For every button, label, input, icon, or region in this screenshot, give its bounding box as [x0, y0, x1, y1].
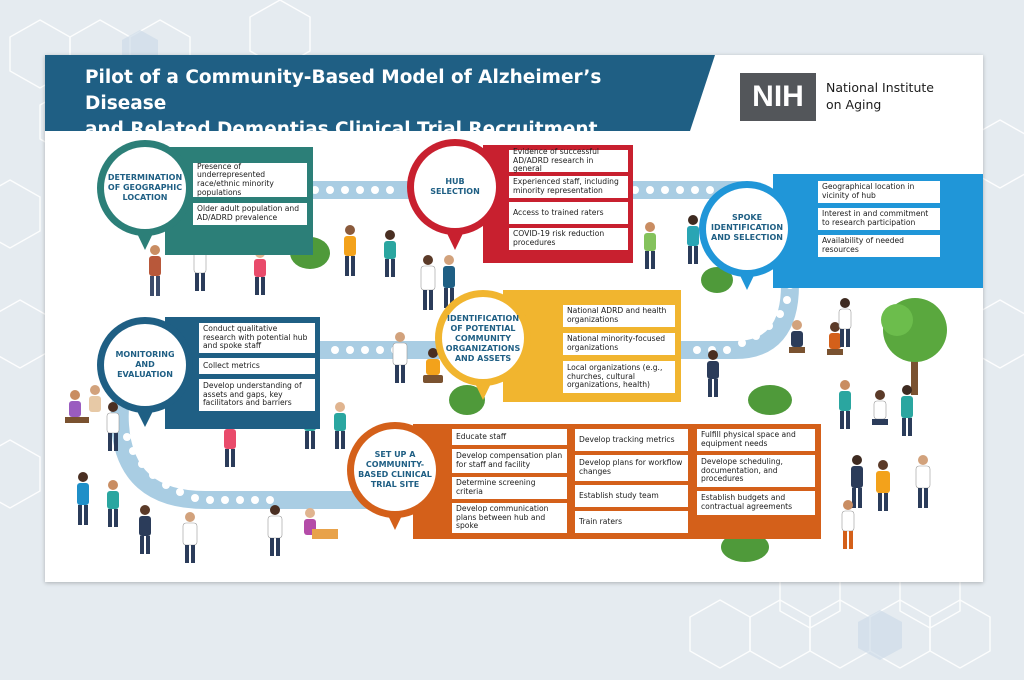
site-col1-item-1: Educate staff	[452, 429, 567, 445]
site-col3-item-2: Develope scheduling, documentation, and …	[697, 455, 815, 487]
site-col2-item-4: Train raters	[575, 511, 688, 533]
title-banner	[45, 55, 715, 131]
stage-title-community: IDENTIFICATION OF POTENTIAL COMMUNITY OR…	[445, 314, 521, 363]
spoke-item-2: Interest in and commitment to research p…	[818, 208, 940, 230]
institute-name-line-2: on Aging	[826, 97, 882, 112]
community-item-2: National minority-focused organizations	[563, 333, 675, 355]
title-line-2: and Related Dementias Clinical Trial Rec…	[85, 119, 598, 140]
site-col2-item-2: Develop plans for workflow changes	[575, 455, 688, 481]
institute-name-line-1: National Institute	[826, 80, 934, 95]
geographic-item-2: Older adult population and AD/ADRD preva…	[193, 203, 307, 225]
monitoring-item-3: Develop understanding of assets and gaps…	[199, 379, 315, 411]
spoke-item-3: Availability of needed resources	[818, 235, 940, 257]
nih-institute-name: National Institute on Aging	[826, 79, 976, 113]
hub-item-1: Evidence of successful AD/ADRD research …	[509, 147, 628, 173]
monitoring-item-1: Conduct qualitative research with potent…	[199, 323, 315, 353]
hub-item-3: Access to trained raters	[509, 202, 628, 224]
site-col3-item-1: Fulfill physical space and equipment nee…	[697, 429, 815, 451]
site-col2-item-3: Establish study team	[575, 485, 688, 507]
site-col1-item-3: Determine screening criteria	[452, 477, 567, 499]
stage-title-geographic: DETERMINATION OF GEOGRAPHIC LOCATION	[107, 173, 183, 202]
title-line-1: Pilot of a Community-Based Model of Alzh…	[85, 67, 602, 114]
hub-item-4: COVID-19 risk reduction procedures	[509, 228, 628, 250]
stage-title-spoke: SPOKE IDENTIFICATION AND SELECTION	[710, 213, 784, 242]
infographic-card: Pilot of a Community-Based Model of Alzh…	[45, 55, 983, 582]
nih-logo-mark: NIH	[740, 73, 816, 121]
monitoring-item-2: Collect metrics	[199, 358, 315, 374]
site-col1-item-4: Develop communication plans between hub …	[452, 503, 567, 533]
spoke-item-1: Geographical location in vicinity of hub	[818, 181, 940, 203]
site-col2-item-1: Develop tracking metrics	[575, 429, 688, 451]
stage-title-hub: HUB SELECTION	[430, 177, 480, 196]
site-col3-item-3: Establish budgets and contractual agreem…	[697, 491, 815, 515]
community-item-1: National ADRD and health organizations	[563, 305, 675, 327]
site-col1-item-2: Develop compensation plan for staff and …	[452, 449, 567, 473]
geographic-item-1: Presence of underrepresented race/ethnic…	[193, 162, 307, 197]
nih-logo: NIH National Institute on Aging	[740, 73, 975, 121]
hub-item-2: Experienced staff, including minority re…	[509, 176, 628, 198]
community-item-3: Local organizations (e.g., churches, cul…	[563, 361, 675, 393]
stage-spoke-graphic	[699, 174, 983, 290]
stage-title-site: SET UP A COMMUNITY-BASED CLINICAL TRIAL …	[358, 450, 432, 489]
page-title: Pilot of a Community-Based Model of Alzh…	[85, 65, 685, 143]
tree-decoration	[881, 298, 947, 395]
stage-title-monitoring: MONITORING AND EVALUATION	[115, 350, 175, 379]
